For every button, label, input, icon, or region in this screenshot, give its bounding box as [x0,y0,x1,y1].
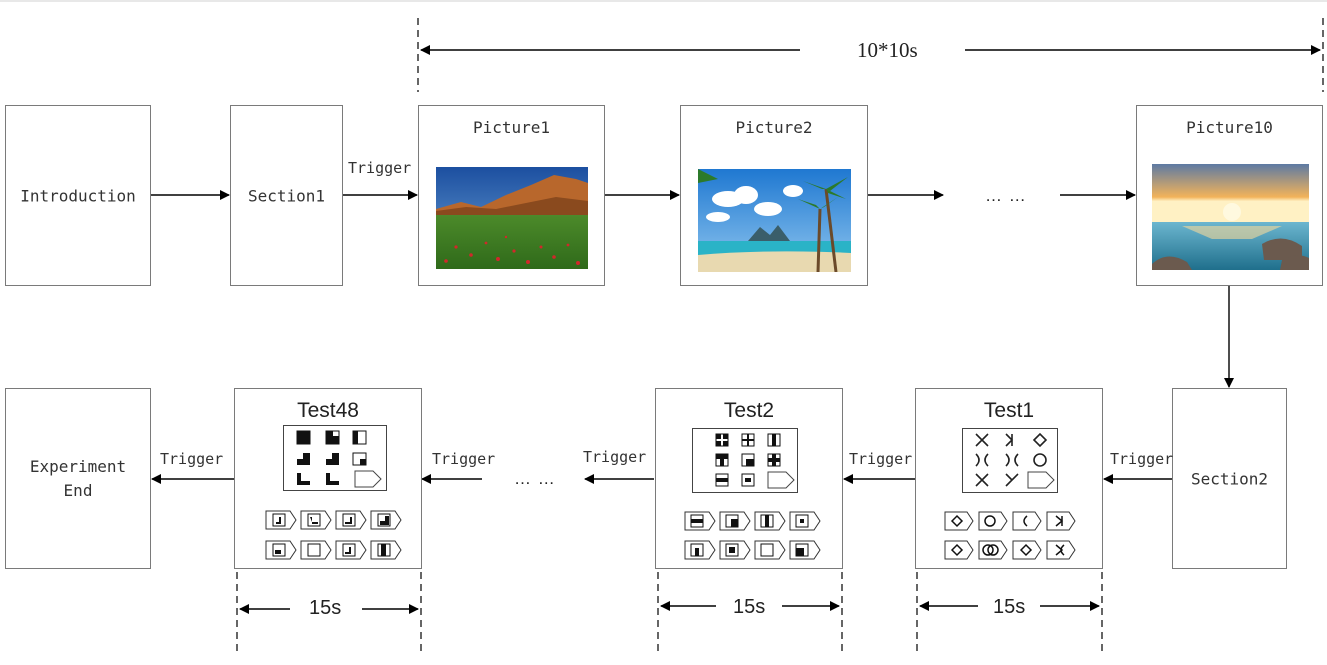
picture10-box: Picture10 [1136,105,1323,286]
test1-options-image [944,511,1076,560]
section2-box: Section2 [1172,388,1287,569]
trigger-label-section1: Trigger [348,159,412,177]
test1-box: Test1 [915,388,1103,569]
tropical-beach-image [698,169,851,272]
picture1-box: Picture1 [418,105,605,286]
trigger-label-section2: Trigger [1110,450,1174,468]
top-border [0,0,1327,2]
sunset-sea-image [1152,164,1309,270]
section1-label: Section1 [247,186,326,205]
test48-options-image [265,510,402,560]
ellipsis-pictures: … … [985,186,1027,205]
picture2-label: Picture2 [735,118,813,137]
duration-label-test48: 15s [309,597,342,619]
trigger-label-test2: Trigger [583,448,647,466]
test2-box: Test2 [655,388,843,569]
duration-marker-test48 [236,572,422,652]
ellipsis-tests: … … [514,469,556,488]
meadow-mountain-image [436,167,588,269]
picture1-label: Picture1 [472,118,551,137]
trigger-label-ellipsis: Trigger [432,450,496,468]
section1-box: Section1 [230,105,343,286]
duration-marker-test2 [657,572,843,652]
test2-matrix-image [692,428,798,493]
section2-label: Section2 [1190,469,1269,488]
trigger-label-test48: Trigger [160,450,224,468]
experiment-end-label-line2: End [63,481,93,500]
test2-options-image [684,511,821,560]
test48-matrix-image [283,425,387,491]
experiment-end-box: Experiment End [5,388,151,569]
introduction-box: Introduction [5,105,151,286]
test2-label: Test2 [723,399,775,422]
test48-label: Test48 [297,399,359,422]
test1-matrix-image [962,428,1058,493]
picture10-label: Picture10 [1186,118,1273,137]
duration-label-test2: 15s [733,596,766,618]
duration-marker-test1 [916,572,1103,652]
test1-label: Test1 [983,399,1035,422]
duration-label-pictures: 10*10s [857,38,918,62]
introduction-label: Introduction [20,186,136,205]
picture2-box: Picture2 [680,105,868,286]
trigger-label-test1: Trigger [849,450,913,468]
experiment-end-label-line1: Experiment [29,457,127,476]
duration-label-test1: 15s [993,596,1026,618]
test48-box: Test48 [234,388,422,569]
